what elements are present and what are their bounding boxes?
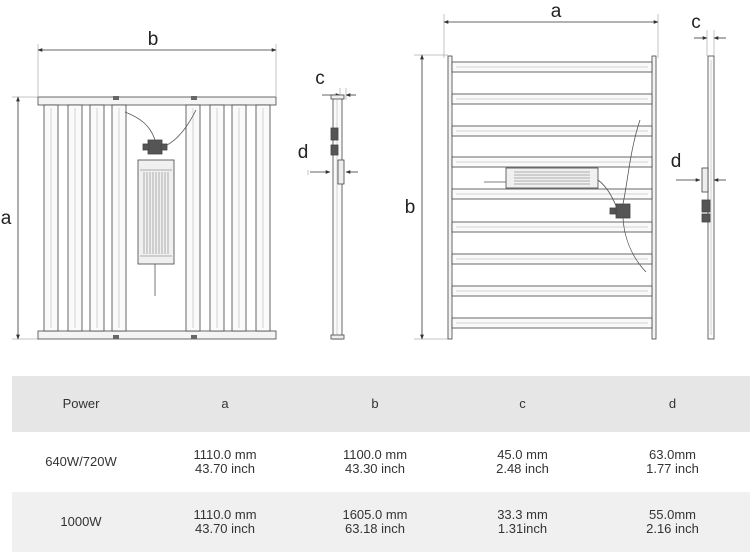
header-a: a bbox=[221, 396, 229, 411]
dimension-label-c: c bbox=[691, 12, 701, 33]
front-view-1000w bbox=[414, 14, 659, 340]
dimension-drawing: b a c d a b c d bbox=[1, 1, 726, 340]
dimension-label-b: b bbox=[148, 29, 159, 50]
dimension-label-a: a bbox=[1, 208, 12, 229]
dimension-label-a: a bbox=[551, 1, 562, 22]
cell-power: 640W/720W bbox=[45, 454, 117, 469]
header-power: Power bbox=[62, 396, 100, 411]
front-view-640w bbox=[12, 44, 277, 340]
dimension-label-d: d bbox=[671, 151, 682, 172]
side-view-1000w bbox=[676, 30, 726, 340]
dimension-label-b: b bbox=[405, 197, 416, 218]
header-b: b bbox=[371, 396, 379, 411]
light-bars-front-2 bbox=[451, 61, 653, 329]
side-view-640w bbox=[307, 88, 358, 340]
cell-power: 1000W bbox=[60, 514, 102, 529]
dimension-label-c: c bbox=[315, 68, 325, 89]
header-d: d bbox=[668, 396, 677, 411]
header-c: c bbox=[519, 396, 526, 411]
dimension-label-d: d bbox=[298, 142, 309, 163]
table-header-row: Power a b c d bbox=[12, 376, 750, 432]
